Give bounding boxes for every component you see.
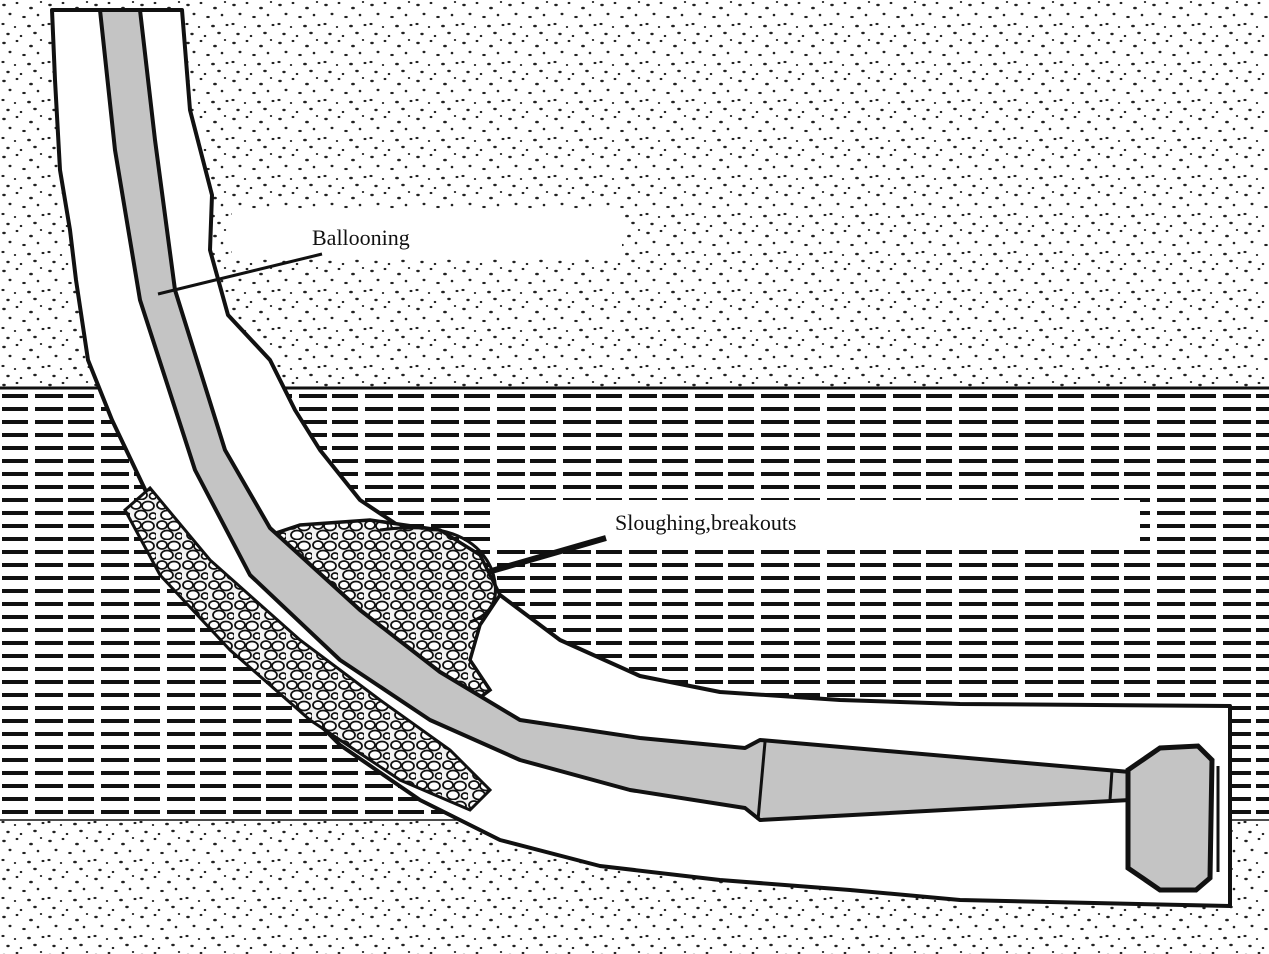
- sloughing-label: Sloughing,breakouts: [615, 510, 797, 535]
- ballooning-label-box: [232, 212, 622, 258]
- ballooning-label: Ballooning: [312, 225, 410, 250]
- pipe-joint: [1110, 770, 1112, 800]
- drill-bit: [1128, 746, 1212, 890]
